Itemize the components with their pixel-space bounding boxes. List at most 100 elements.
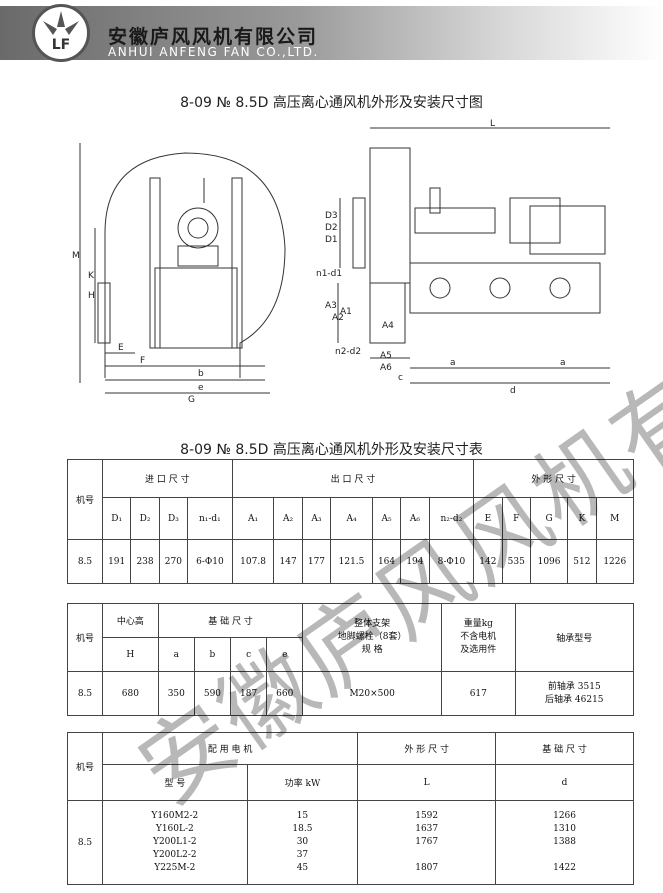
dimension-table-1: 机号 进 口 尺 寸 出 口 尺 寸 外 形 尺 寸 D₁ D₂ D₃ n₁-d… — [67, 459, 635, 584]
svg-text:LF: LF — [52, 37, 70, 53]
t1-col: M — [595, 497, 635, 540]
label-n2-d2: n2-d2 — [335, 347, 361, 357]
t3-machine: 8.5 — [67, 800, 103, 885]
label-G: G — [188, 395, 195, 403]
volute-casing-outline — [104, 152, 286, 378]
t2-cell: 590 — [193, 671, 232, 716]
label-A2: A2 — [332, 313, 344, 323]
t1-cell: 6-Φ10 — [187, 539, 233, 584]
base-frame — [409, 262, 601, 314]
t3-machine-header: 机号 — [67, 732, 103, 801]
label-D3: D3 — [325, 211, 338, 221]
table-title: 8-09 № 8.5D 高压离心通风机外形及安装尺寸表 — [180, 442, 483, 458]
label-n1-d1: n1-d1 — [316, 269, 342, 279]
t1-col: D₃ — [158, 497, 189, 540]
t1-outlet-header: 出 口 尺 寸 — [231, 459, 475, 498]
t1-cell: 147 — [273, 539, 303, 584]
t1-col: K — [567, 497, 597, 540]
t2-bolt: M20×500 — [302, 671, 442, 716]
t1-col: A₁ — [231, 497, 275, 540]
label-H: H — [88, 291, 95, 301]
inlet-collar — [352, 197, 366, 269]
t3-col: d — [495, 764, 634, 801]
t1-cell: 194 — [400, 539, 430, 584]
t1-cell: 107.8 — [231, 539, 275, 584]
header-banner — [0, 6, 663, 60]
front-right-post — [231, 177, 243, 349]
shaft-bearing — [414, 207, 496, 234]
t2-col: a — [157, 637, 195, 672]
label-A4: A4 — [382, 321, 394, 331]
side-volute — [369, 147, 411, 284]
t3-col: 功率 kW — [246, 764, 359, 801]
t3-col: L — [357, 764, 497, 801]
label-A6: A6 — [380, 363, 392, 373]
label-e: e — [198, 383, 204, 393]
outlet-flange — [97, 282, 111, 344]
label-b: b — [198, 369, 204, 379]
t1-cell: 142 — [473, 539, 503, 584]
label-a-2: a — [560, 358, 566, 368]
t2-col: c — [230, 637, 268, 672]
label-A1: A1 — [340, 307, 352, 317]
t2-col: e — [266, 637, 304, 672]
t1-cell: 8-Φ10 — [428, 539, 475, 584]
label-L: L — [490, 119, 495, 129]
t2-cell: 660 — [266, 671, 304, 716]
t3-motor-header: 配 用 电 机 — [101, 732, 359, 765]
t2-cell: 187 — [230, 671, 268, 716]
t1-shape-header: 外 形 尺 寸 — [473, 459, 634, 498]
fan-installation-drawing: M K H E F b e G L D3 D2 D1 n1-d1 A3 A2 A… — [72, 119, 610, 403]
t3-foundation-header: 基 础 尺 寸 — [495, 732, 634, 765]
front-support-frame — [154, 267, 238, 349]
t2-machine-header: 机号 — [67, 603, 103, 672]
company-logo: LF — [32, 4, 90, 62]
t1-col: F — [501, 497, 531, 540]
t1-col: D₂ — [130, 497, 160, 540]
label-K: K — [88, 271, 95, 281]
t1-inlet-header: 进 口 尺 寸 — [102, 459, 233, 498]
drawing-title: 8-09 № 8.5D 高压离心通风机外形及安装尺寸图 — [180, 95, 483, 111]
t2-center-height-header: 中心高 — [102, 603, 159, 638]
t2-bearing-header: 轴承型号 — [514, 603, 635, 672]
t2-col: H — [102, 637, 159, 672]
label-d: d — [510, 386, 516, 396]
bearing-housing — [177, 207, 219, 249]
label-A5: A5 — [380, 351, 392, 361]
t1-cell: 1096 — [529, 539, 569, 584]
label-M: M — [72, 251, 80, 261]
t2-foundation-header: 基 础 尺 寸 — [157, 603, 304, 638]
t1-col: n₁-d₁ — [187, 497, 233, 540]
t2-bracket-header: 整体支架地脚螺栓（8套）规 格 — [302, 603, 442, 672]
label-E: E — [118, 343, 124, 353]
front-left-post — [149, 177, 161, 349]
company-name-cn: 安徽庐风风机有限公司 — [108, 26, 319, 48]
t1-cell: 535 — [501, 539, 531, 584]
t1-cell: 191 — [101, 539, 132, 584]
coupling — [509, 197, 561, 244]
electric-motor — [529, 205, 606, 255]
t3-shape-header: 外 形 尺 寸 — [357, 732, 497, 765]
t2-cell: 680 — [102, 671, 159, 716]
t1-col: A₂ — [273, 497, 303, 540]
t1-col: n₂-d₂ — [428, 497, 475, 540]
t1-cell: 512 — [567, 539, 597, 584]
label-A3: A3 — [325, 301, 337, 311]
t1-cell: 177 — [301, 539, 332, 584]
t1-col: E — [473, 497, 503, 540]
t1-cell: 121.5 — [330, 539, 373, 584]
t1-col: A₅ — [371, 497, 402, 540]
t1-cell: 270 — [158, 539, 189, 584]
t1-cell: 164 — [371, 539, 402, 584]
t2-weight: 617 — [441, 671, 516, 716]
label-F: F — [140, 356, 145, 366]
t2-machine: 8.5 — [67, 671, 103, 716]
t1-cell: 1226 — [595, 539, 635, 584]
company-name-en: ANHUI ANFENG FAN CO.,LTD. — [108, 45, 319, 59]
